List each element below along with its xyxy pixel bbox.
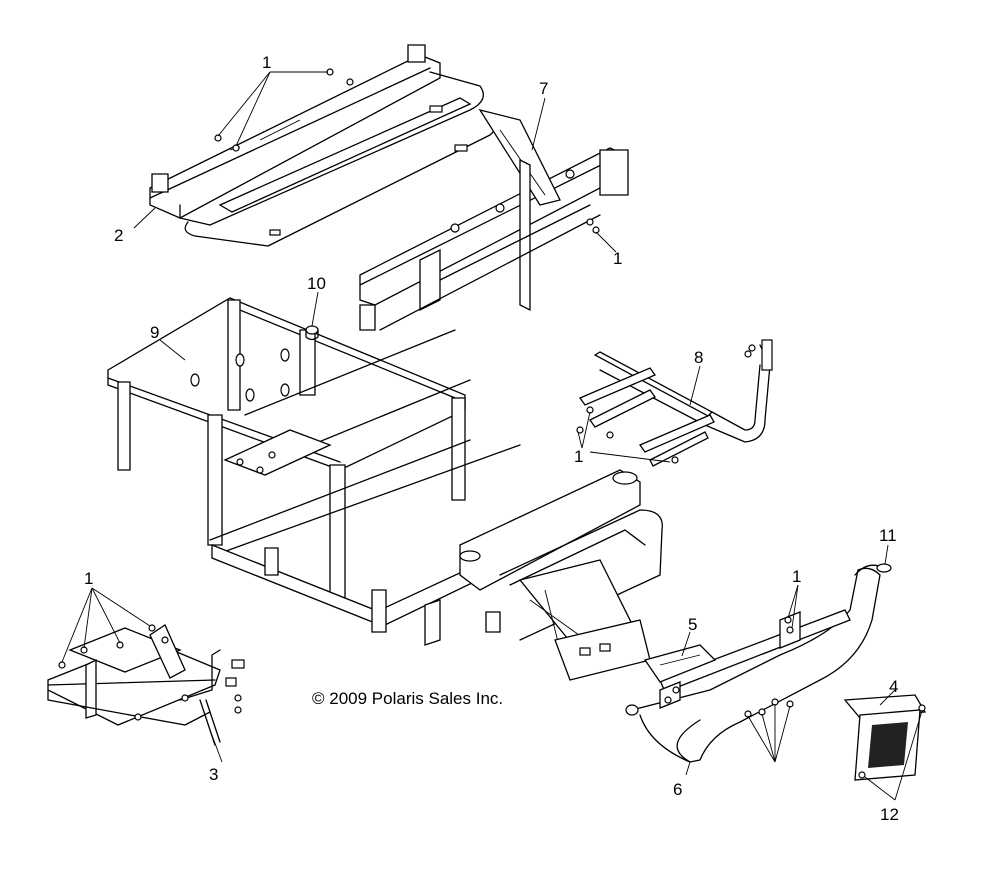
callout-1-right: 1 — [613, 249, 622, 268]
part-floor-frame — [47, 624, 245, 746]
callout-10: 10 — [307, 274, 326, 293]
part-4-grille — [843, 694, 927, 781]
callout-7: 7 — [539, 79, 548, 98]
callout-4: 4 — [889, 677, 898, 696]
copyright-text: © 2009 Polaris Sales Inc. — [312, 689, 503, 708]
part-side-rail — [579, 339, 773, 467]
callout-2: 2 — [114, 226, 123, 245]
callout-11: 11 — [879, 526, 897, 545]
part-cargo-bed-frame — [149, 44, 497, 247]
part-11-plug — [876, 563, 892, 573]
callout-1-front: 1 — [792, 567, 801, 586]
callout-12: 12 — [880, 805, 899, 824]
callout-1-mid: 1 — [574, 447, 583, 466]
callout-9: 9 — [150, 323, 159, 342]
callout-1-left: 1 — [84, 569, 93, 588]
callout-8: 8 — [694, 348, 703, 367]
callout-6: 6 — [673, 780, 682, 799]
part-main-chassis — [107, 297, 663, 681]
callout-labels: 1 2 7 1 9 10 8 1 1 3 5 1 11 4 6 12 — [84, 53, 899, 824]
callout-1-top: 1 — [262, 53, 271, 72]
fasteners — [58, 68, 794, 721]
part-5-bracket — [643, 644, 717, 683]
callout-5: 5 — [688, 615, 697, 634]
part-rear-frame — [359, 108, 629, 331]
callout-3: 3 — [209, 765, 218, 784]
leader-lines — [61, 71, 923, 801]
